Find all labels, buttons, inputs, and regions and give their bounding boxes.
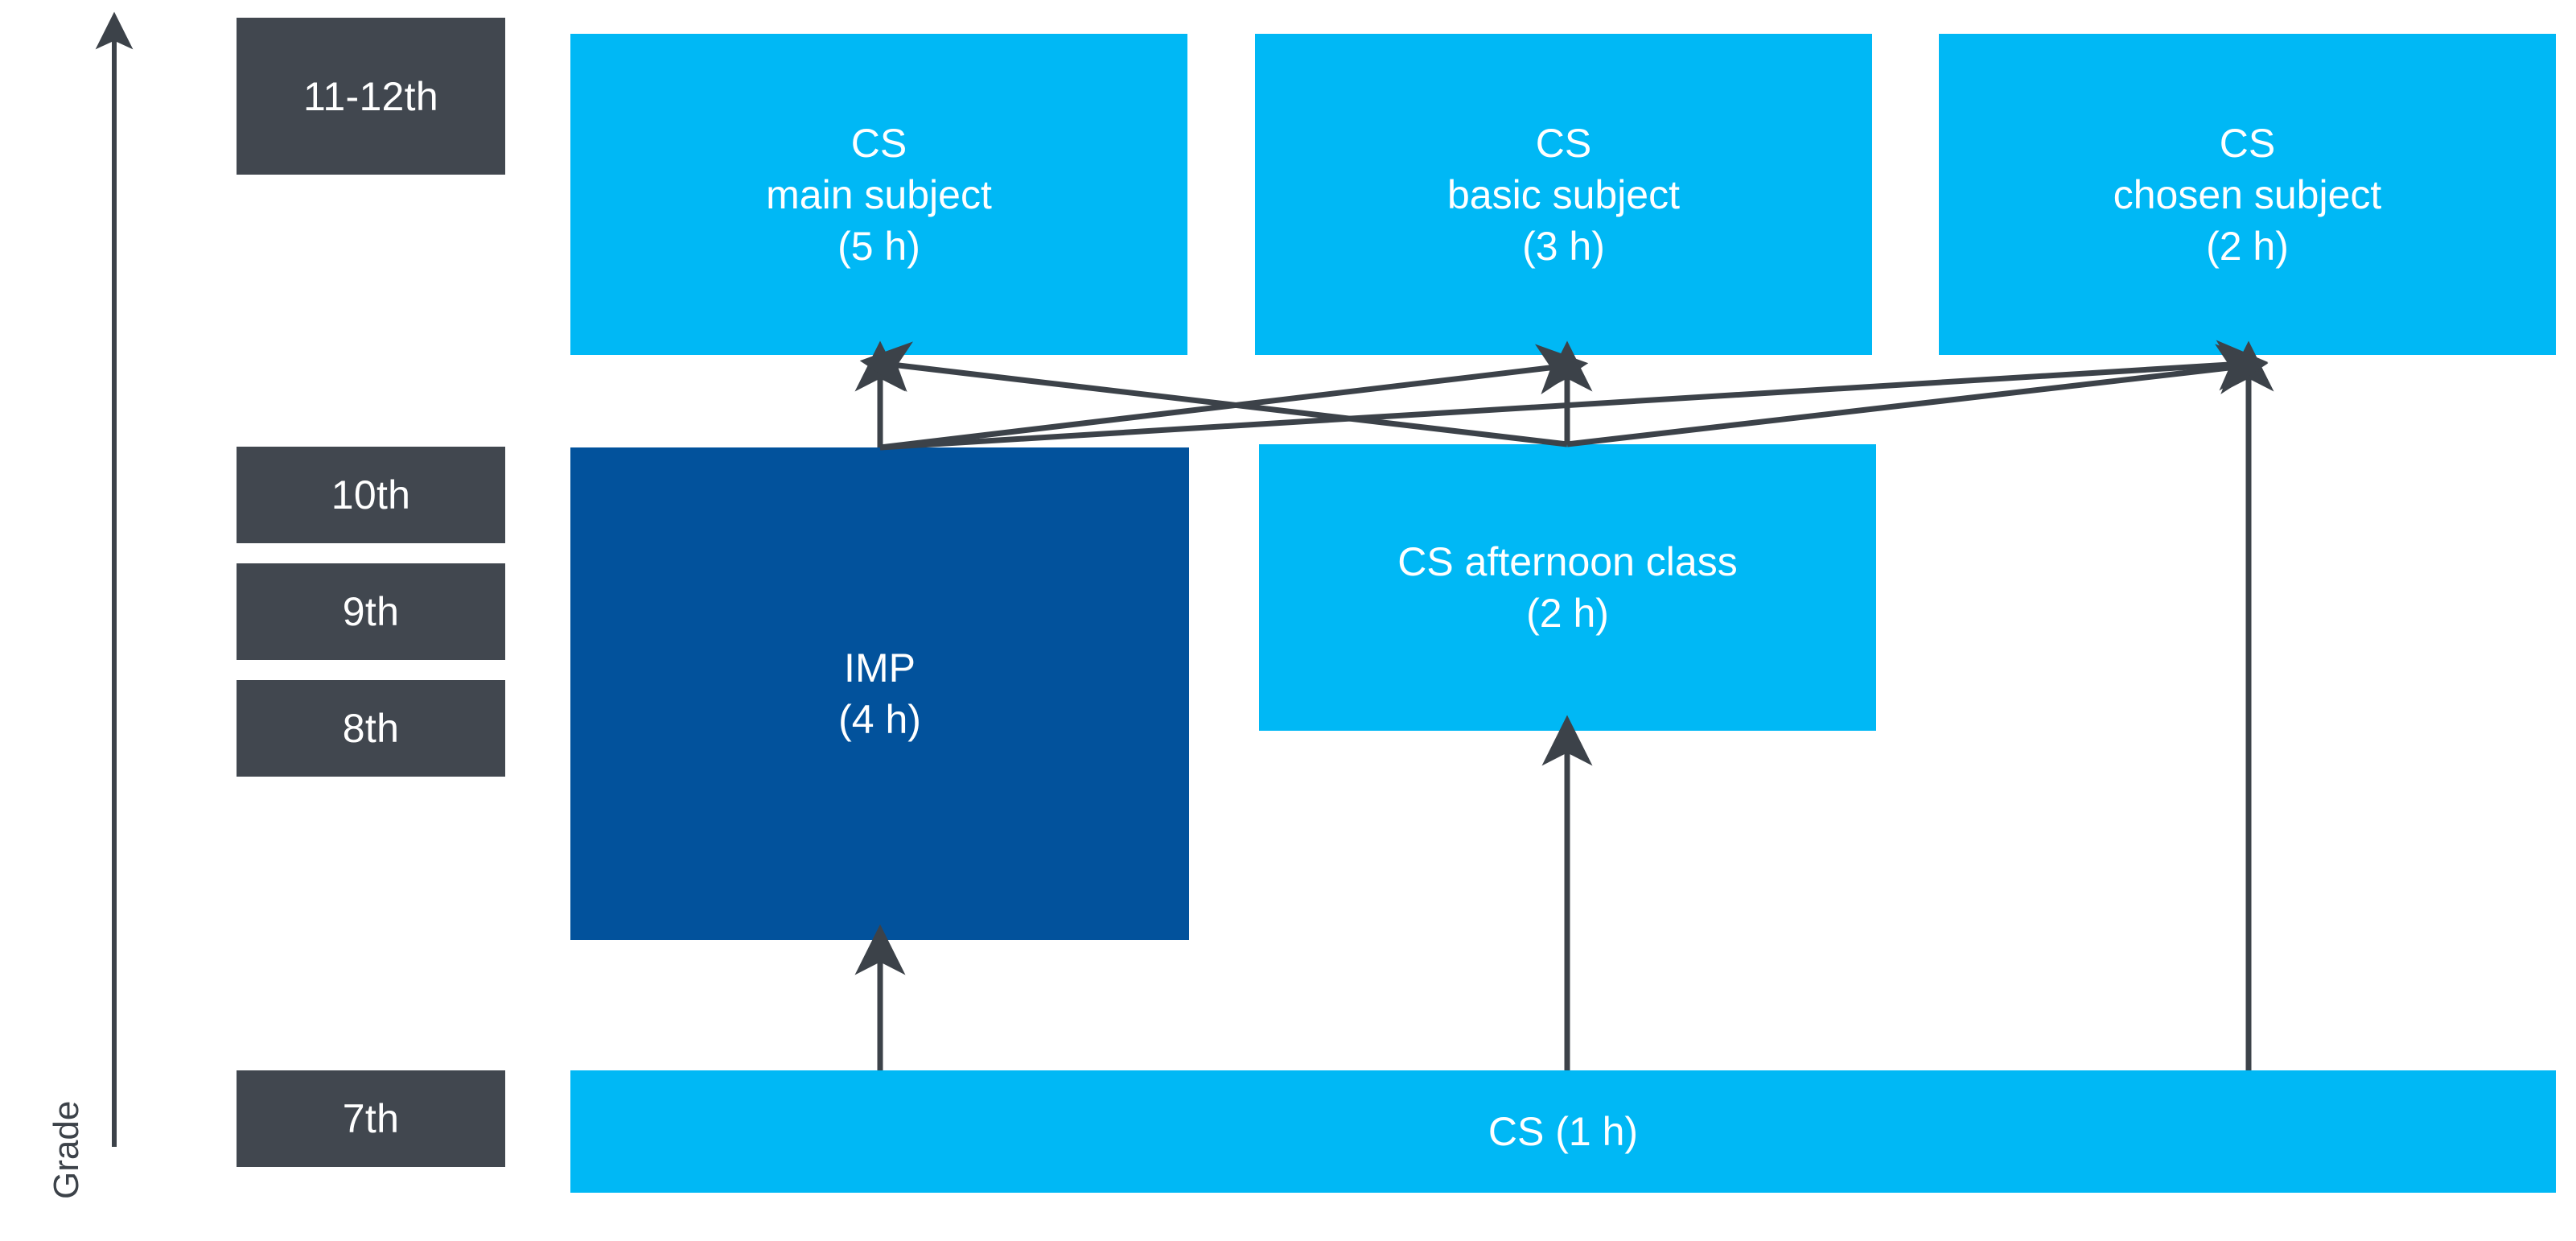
grade-label-text: 7th <box>342 1096 400 1141</box>
node-cs-chosen-subject: CS chosen subject (2 h) <box>1939 34 2556 355</box>
node-label: CS (1 h) <box>1488 1109 1639 1154</box>
node-cs-basic-subject: CS basic subject (3 h) <box>1255 34 1872 355</box>
node-cs-base: CS (1 h) <box>570 1070 2556 1193</box>
node-cs-main-subject: CS main subject (5 h) <box>570 34 1187 355</box>
grade-label-11-12: 11-12th <box>237 18 505 175</box>
grade-label-10: 10th <box>237 447 505 543</box>
grade-label-text: 9th <box>342 589 400 634</box>
grade-label-text: 10th <box>331 472 411 517</box>
node-label: CS afternoon class (2 h) <box>1397 539 1738 636</box>
node-label: CS main subject (5 h) <box>766 120 992 269</box>
node-imp: IMP (4 h) <box>570 447 1189 940</box>
grade-label-text: 8th <box>342 706 400 751</box>
node-label: IMP (4 h) <box>838 645 921 742</box>
node-cs-afternoon-class: CS afternoon class (2 h) <box>1259 444 1876 731</box>
grade-label-text: 11-12th <box>303 73 438 119</box>
grade-label-7: 7th <box>237 1070 505 1167</box>
node-label: CS basic subject (3 h) <box>1446 120 1681 269</box>
grade-label-9: 9th <box>237 563 505 660</box>
grade-label-8: 8th <box>237 680 505 777</box>
node-label: CS chosen subject (2 h) <box>2113 120 2382 269</box>
grade-axis-label: Grade <box>47 1100 86 1199</box>
